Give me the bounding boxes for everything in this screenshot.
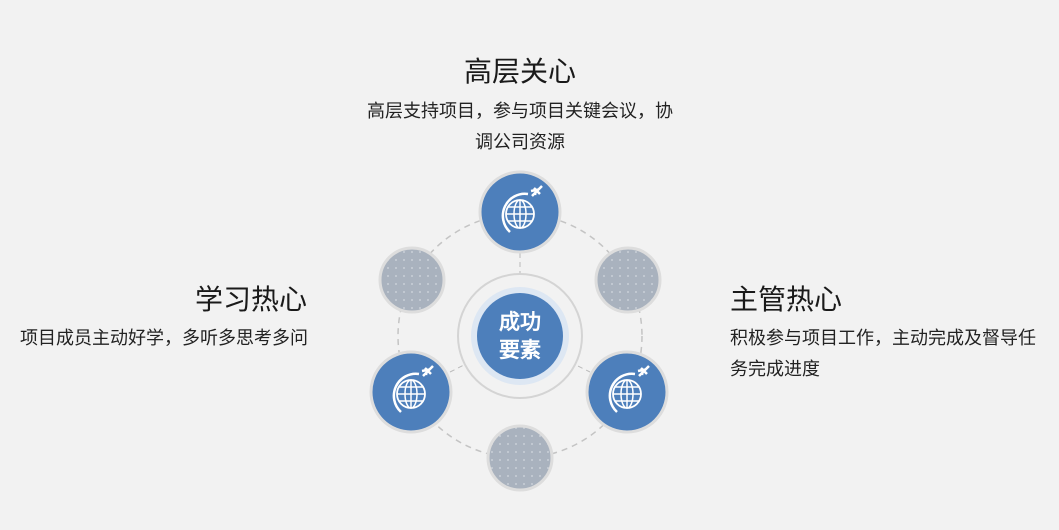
gray-node <box>486 424 554 492</box>
node-right <box>585 350 669 434</box>
center-label-line2: 要素 <box>499 338 541 362</box>
gray-node <box>594 246 662 314</box>
node-left <box>369 350 453 434</box>
left-item-title: 学习热心 <box>194 283 307 316</box>
center-label: 成功 要素 <box>470 308 570 364</box>
top-item-desc: 高层支持项目，参与项目关键会议，协调公司资源 <box>367 101 673 153</box>
node-top <box>478 170 562 254</box>
left-item-desc: 项目成员主动好学，多听多思考多问 <box>20 328 308 349</box>
right-item-title: 主管热心 <box>730 283 843 316</box>
gray-node <box>378 246 446 314</box>
right-item-desc: 积极参与项目工作，主动完成及督导任务完成进度 <box>730 328 1036 380</box>
center-label-line1: 成功 <box>499 310 541 334</box>
top-item-title: 高层关心 <box>463 55 576 88</box>
center-circle <box>477 293 563 379</box>
